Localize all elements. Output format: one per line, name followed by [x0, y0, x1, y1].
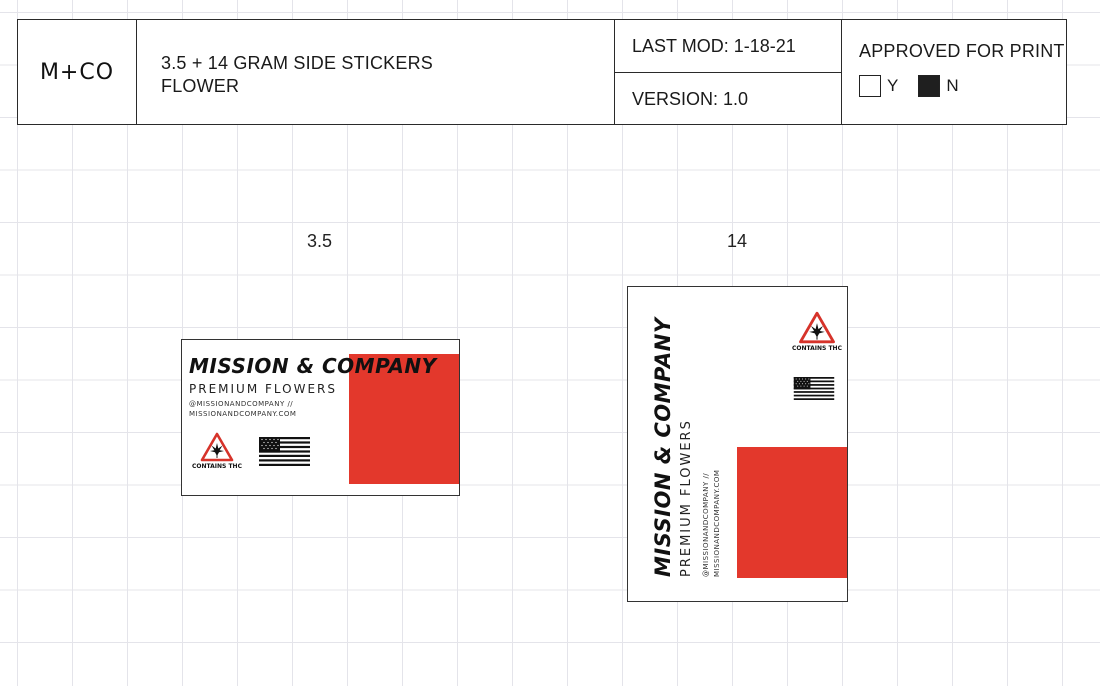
tagline: PREMIUM FLOWERS — [679, 419, 694, 577]
brand-name: MISSION & COMPANY — [651, 317, 675, 577]
logo-cell: M+CO — [18, 20, 137, 124]
contains-thc-label: CONTAINS THC — [792, 345, 842, 352]
document-title: 3.5 + 14 GRAM SIDE STICKERS — [161, 53, 433, 73]
red-accent-block — [737, 447, 847, 578]
contains-thc-label: CONTAINS THC — [192, 463, 242, 470]
approved-for-print-label: APPROVED FOR PRINT — [859, 41, 1065, 61]
approval-options: Y N — [859, 75, 1066, 97]
document-subtitle: FLOWER — [161, 76, 240, 96]
website: MISSIONANDCOMPANY.COM — [713, 469, 721, 577]
thc-warning-badge: CONTAINS THC — [192, 432, 242, 470]
size-label-3-5: 3.5 — [307, 231, 333, 251]
title-block: M+CO 3.5 + 14 GRAM SIDE STICKERS FLOWER … — [17, 19, 1067, 125]
approval-cell: APPROVED FOR PRINT Y N — [842, 20, 1066, 124]
thc-warning-badge: CONTAINS THC — [792, 311, 842, 352]
last-modified: LAST MOD: 1-18-21 — [615, 20, 841, 73]
revision-cell: LAST MOD: 1-18-21 VERSION: 1.0 — [615, 20, 842, 124]
vertical-text-group: MISSION & COMPANY PREMIUM FLOWERS @MISSI… — [650, 297, 723, 577]
cannabis-warning-icon — [200, 432, 234, 462]
approve-yes-checkbox[interactable] — [859, 75, 881, 97]
version: VERSION: 1.0 — [632, 89, 749, 109]
sticker-14: MISSION & COMPANY PREMIUM FLOWERS @MISSI… — [627, 286, 848, 602]
website: MISSIONANDCOMPANY.COM — [189, 410, 297, 418]
size-label-14: 14 — [727, 231, 748, 251]
mco-logo: M+CO — [39, 59, 115, 85]
brand-name: MISSION & COMPANY — [189, 354, 437, 378]
sticker-3-5: MISSION & COMPANY PREMIUM FLOWERS @MISSI… — [181, 339, 460, 496]
red-accent-block — [349, 354, 459, 484]
tagline: PREMIUM FLOWERS — [189, 382, 338, 396]
us-flag-icon — [259, 437, 310, 466]
approve-yes-label: Y — [887, 76, 899, 95]
cannabis-warning-icon — [799, 311, 835, 344]
title-cell: 3.5 + 14 GRAM SIDE STICKERS FLOWER — [137, 20, 615, 124]
social-handle: @MISSIONANDCOMPANY // — [702, 472, 710, 577]
approve-no-label: N — [946, 76, 959, 95]
us-flag-icon — [793, 377, 835, 400]
approve-no-checkbox[interactable] — [918, 75, 941, 97]
social-handle: @MISSIONANDCOMPANY // — [189, 400, 294, 408]
